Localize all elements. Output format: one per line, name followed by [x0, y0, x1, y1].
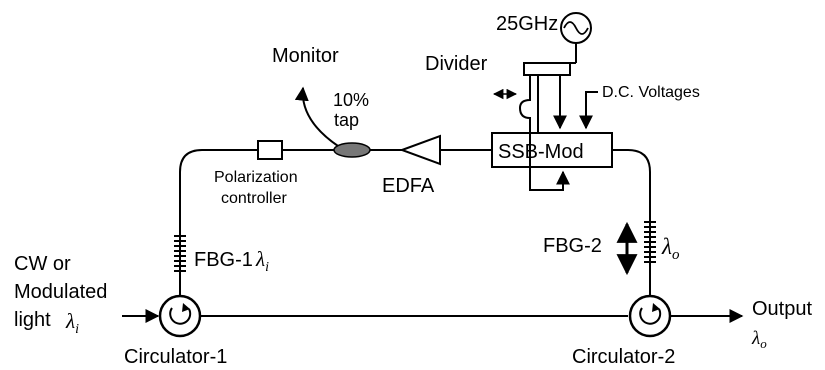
tap-coupler — [333, 142, 371, 158]
input-label-line2: Modulated — [14, 281, 107, 303]
circulator-1 — [158, 294, 202, 338]
circulator-1-label: Circulator-1 — [124, 346, 227, 368]
fbg-2-grating — [644, 221, 656, 263]
dc-voltages-label: D.C. Voltages — [602, 84, 700, 101]
circulator-2-label: Circulator-2 — [572, 346, 675, 368]
fbg-1-label: FBG-1 — [194, 249, 253, 271]
circulator-2 — [628, 294, 672, 338]
tap-label: tap — [334, 110, 359, 130]
fbg-2-lambda: λo — [661, 234, 680, 263]
fbg-2-label: FBG-2 — [543, 235, 602, 257]
divider-label: Divider — [425, 53, 488, 75]
output-lambda: λo — [751, 328, 767, 351]
edfa-amplifier — [399, 134, 441, 166]
source-frequency-label: 25GHz — [496, 13, 558, 35]
edfa-label: EDFA — [382, 175, 435, 197]
input-lambda: λi — [65, 309, 79, 337]
dc-voltage-line — [579, 91, 598, 130]
mod-to-right-fiber — [612, 149, 651, 296]
input-label-line1: CW or — [14, 253, 71, 275]
rf-divider — [523, 62, 571, 76]
polarization-label-line2: controller — [221, 190, 287, 207]
input-label-line3: light — [14, 309, 51, 331]
tap-percent-label: 10% — [333, 90, 369, 110]
left-top-fiber — [179, 149, 258, 173]
rf-source-icon — [560, 12, 592, 44]
polarization-controller — [257, 140, 283, 160]
fbg-1-grating — [174, 235, 186, 272]
ssb-mod-label: SSB-Mod — [498, 141, 584, 163]
monitor-label: Monitor — [272, 45, 339, 67]
polarization-label-line1: Polarization — [214, 169, 298, 186]
monitor-arrow — [294, 86, 339, 147]
ssb-modulator — [491, 132, 613, 168]
fbg-1-lambda: λi — [255, 247, 269, 275]
output-label: Output — [752, 298, 812, 320]
phase-shifter-loop — [518, 75, 570, 191]
